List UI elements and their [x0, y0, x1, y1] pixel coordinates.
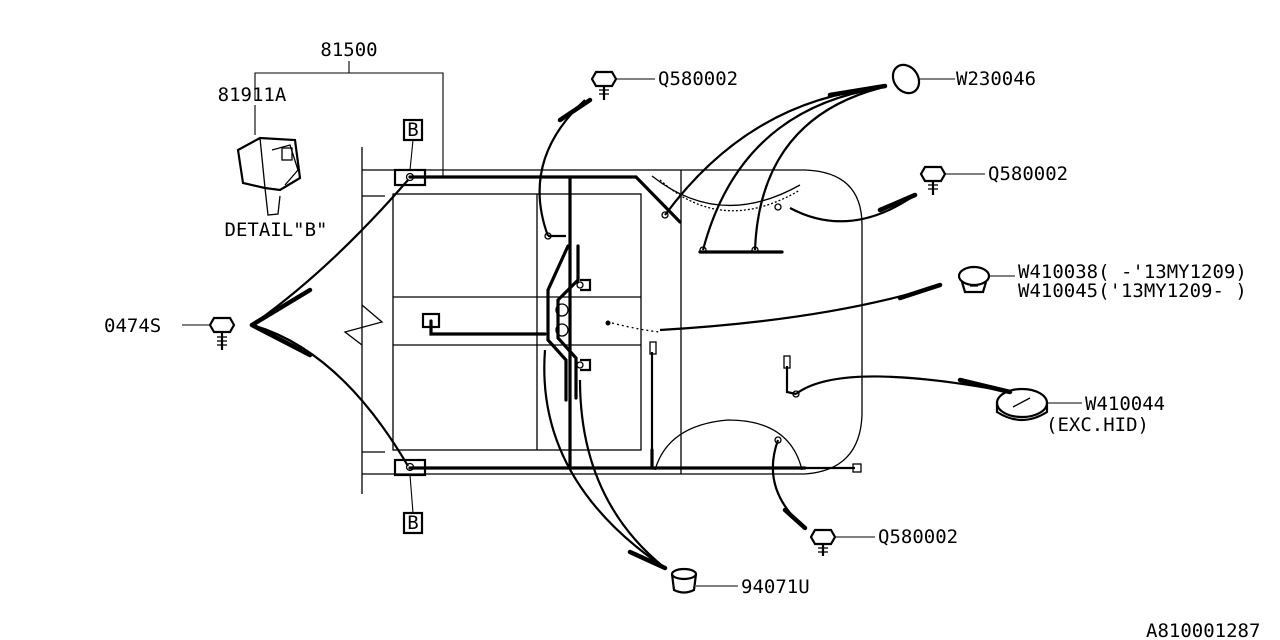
clip-icon-top — [590, 70, 618, 100]
label-plug-oval: W230046 — [956, 68, 1036, 90]
label-clip-bottom: Q580002 — [878, 526, 958, 548]
label-detail-b: DETAIL"B" — [225, 219, 328, 241]
label-connector-holder: 94071U — [741, 576, 810, 598]
label-grommet-2: W410045('13MY1209- ) — [1018, 280, 1247, 302]
detail-marker-label: B — [407, 119, 418, 141]
label-cap-note: (EXC.HID) — [1046, 414, 1149, 436]
label-clip-right: Q580002 — [988, 163, 1068, 185]
label-bracket: 81911A — [218, 84, 287, 106]
label-clip-top: Q580002 — [658, 68, 738, 90]
label-bolt: 0474S — [104, 315, 161, 337]
grommet-icon — [957, 265, 991, 294]
connector-holder-icon — [670, 567, 698, 594]
bracket-81911A-drawing — [236, 136, 302, 216]
floor-outline — [343, 147, 863, 494]
clip-icon-right — [919, 165, 947, 195]
wire-harness — [408, 175, 862, 473]
detail-marker-label: B — [407, 512, 418, 534]
plug-oval-icon — [891, 63, 921, 95]
label-main-harness: 81500 — [320, 39, 377, 61]
clip-icon-bottom — [809, 528, 837, 556]
detail-marker-top: B — [402, 118, 424, 142]
detail-marker-bottom: B — [402, 511, 424, 535]
label-diagram-id: A810001287 — [1146, 620, 1260, 640]
bolt-icon — [208, 316, 236, 350]
callout-81500 — [254, 61, 444, 177]
label-grommet-1: W410038( -'13MY1209) — [1018, 261, 1247, 283]
clip-lines — [249, 83, 1013, 571]
cap-icon — [995, 387, 1049, 422]
label-cap: W410044 — [1085, 393, 1165, 415]
